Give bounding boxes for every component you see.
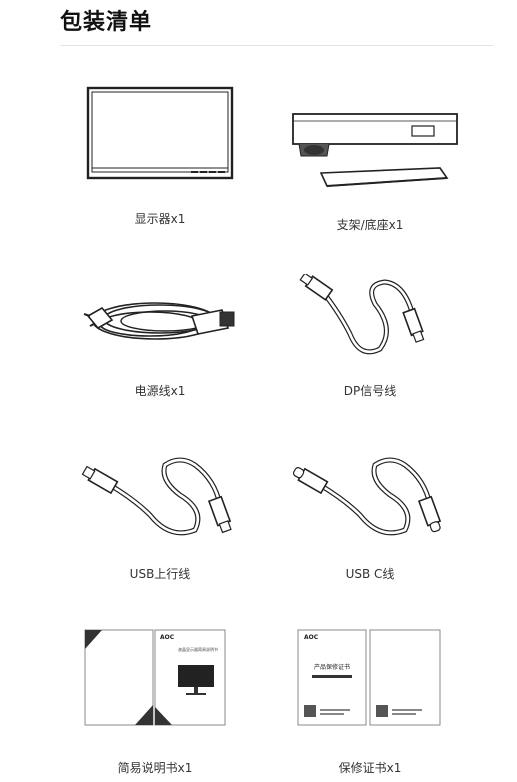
usb-upstream-cable-icon bbox=[81, 457, 232, 536]
item-label: 显示器x1 bbox=[134, 212, 186, 226]
guide-brand: AOC bbox=[160, 634, 175, 641]
warranty-heading: 产品保修证书 bbox=[314, 663, 350, 671]
warranty-card-icon: AOC 产品保修证书 bbox=[297, 629, 441, 726]
item-stand-base: 支架/底座x1 bbox=[260, 108, 480, 236]
item-monitor: 显示器x1 bbox=[50, 85, 270, 235]
item-warranty-card: AOC 产品保修证书 保修证书x1 bbox=[260, 625, 480, 775]
item-label: USB C线 bbox=[345, 567, 395, 581]
item-label: 保修证书x1 bbox=[338, 761, 402, 775]
item-label: 电源线x1 bbox=[134, 384, 186, 398]
item-usb-c-cable: USB C线 bbox=[260, 455, 480, 585]
item-label: DP信号线 bbox=[343, 384, 397, 398]
item-label: USB上行线 bbox=[129, 567, 191, 581]
item-power-cable: 电源线x1 bbox=[50, 286, 270, 401]
item-label: 简易说明书x1 bbox=[117, 761, 193, 775]
quick-guide-icon: AOC 液晶显示器简易说明书 bbox=[84, 629, 226, 726]
warranty-brand: AOC bbox=[304, 634, 319, 641]
title-divider bbox=[60, 45, 493, 46]
monitor-icon bbox=[86, 86, 234, 180]
item-dp-cable: DP信号线 bbox=[260, 274, 480, 401]
guide-heading: 液晶显示器简易说明书 bbox=[178, 646, 218, 652]
usb-c-cable-icon bbox=[292, 457, 442, 536]
item-label: 支架/底座x1 bbox=[336, 218, 404, 232]
dp-cable-icon bbox=[299, 274, 425, 355]
power-cable-icon bbox=[83, 302, 235, 340]
item-usb-upstream-cable: USB上行线 bbox=[50, 455, 270, 585]
item-quick-guide: AOC 液晶显示器简易说明书 简易说明书x1 bbox=[45, 625, 265, 775]
page-title: 包装清单 bbox=[60, 10, 153, 35]
stand-base-icon bbox=[292, 113, 458, 187]
